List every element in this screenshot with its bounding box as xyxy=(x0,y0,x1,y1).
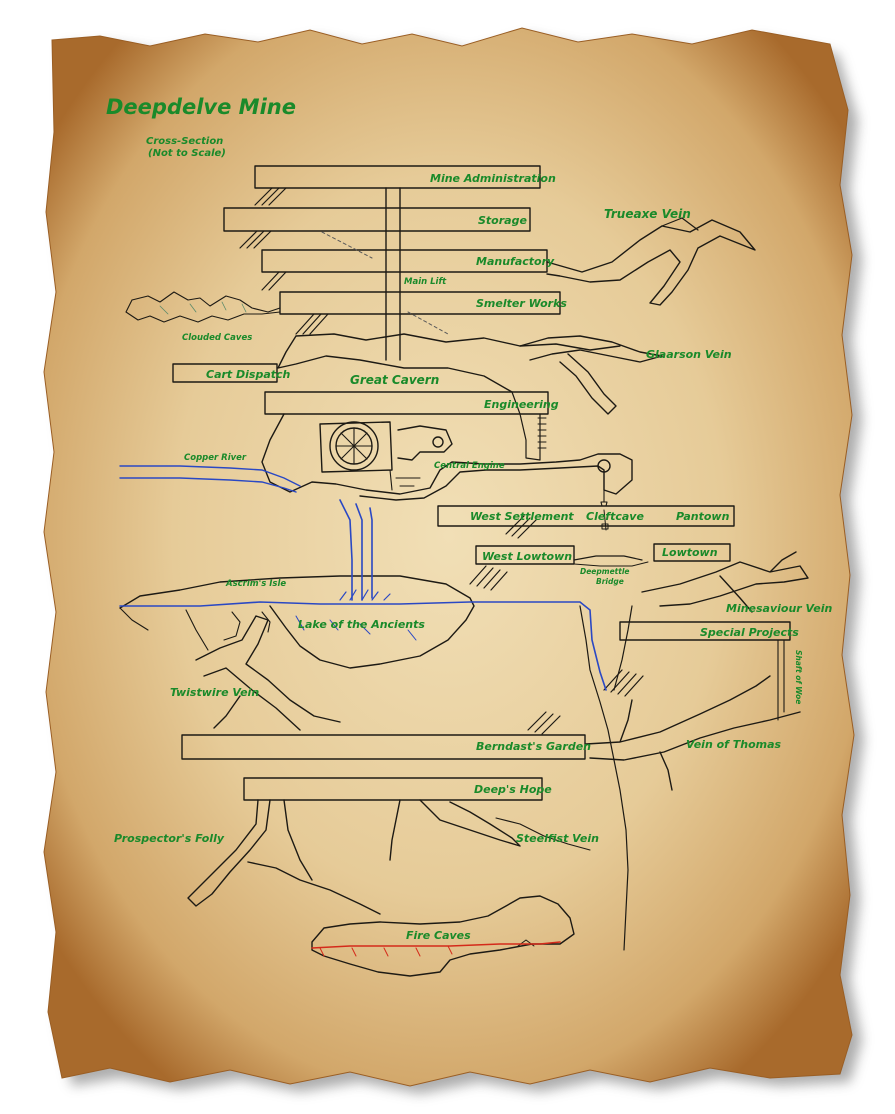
lift-rail xyxy=(321,231,449,335)
deepmettle-bridge xyxy=(573,555,643,561)
central-engine-wheel xyxy=(329,421,379,471)
prospectors-folly xyxy=(187,799,381,915)
label-manufactory: Manufactory xyxy=(476,255,555,268)
minesaviour-vein xyxy=(641,551,809,613)
label-glaarson-vein: Glaarson Vein xyxy=(646,348,732,361)
label-minesaviour-vein: Minesaviour Vein xyxy=(726,602,833,615)
label-engineering: Engineering xyxy=(484,398,559,411)
map-subtitle-line-2: (Not to Scale) xyxy=(148,148,226,159)
label-ascrims-isle: Ascrim's Isle xyxy=(225,579,286,589)
level-bar-engineering xyxy=(264,391,549,415)
label-twistwire-vein: Twistwire Vein xyxy=(170,686,259,699)
label-prospectors-folly: Prospector's Folly xyxy=(114,832,225,845)
label-west-lowtown: West Lowtown xyxy=(482,550,572,563)
central-engine xyxy=(319,421,453,473)
label-smelter-works: Smelter Works xyxy=(476,297,567,310)
label-central-engine: Central Engine xyxy=(434,461,505,471)
level-bar-lowtown xyxy=(653,543,731,562)
stair-4 xyxy=(295,313,329,335)
stair-3 xyxy=(261,271,287,291)
stair-1 xyxy=(254,187,287,206)
glaarson-vein xyxy=(519,335,663,415)
label-pantown: Pantown xyxy=(676,510,730,523)
copper-river xyxy=(119,465,301,493)
map-title: Deepdelve Mine xyxy=(106,95,296,119)
label-berndasts-garden: Berndast's Garden xyxy=(476,740,591,753)
label-copper-river: Copper River xyxy=(184,453,247,463)
label-deeps-hope: Deep's Hope xyxy=(474,783,552,796)
label-fire-caves: Fire Caves xyxy=(406,929,471,942)
label-trueaxe-vein: Trueaxe Vein xyxy=(604,207,691,221)
label-mine-administration: Mine Administration xyxy=(430,172,556,185)
fire-caves xyxy=(311,895,575,977)
level-bar-cart-dispatch xyxy=(172,363,278,383)
label-cleftcave: Cleftcave xyxy=(586,510,644,523)
label-steelfist-vein: Steelfist Vein xyxy=(516,832,599,845)
engine-cavern xyxy=(261,413,633,501)
level-bar-berndasts-garden xyxy=(181,734,586,760)
clouded-caves xyxy=(125,291,281,323)
stair-2 xyxy=(239,230,272,249)
level-bar-deeps-hope xyxy=(243,777,543,801)
great-cavern xyxy=(277,333,621,393)
labels: Deepdelve Mine Cross-Section (Not to Sca… xyxy=(106,95,833,942)
label-deepmettle-bridge-2: Bridge xyxy=(596,577,624,586)
label-great-cavern: Great Cavern xyxy=(350,373,439,387)
label-storage: Storage xyxy=(478,214,527,227)
map-subtitle-line-1: Cross-Section xyxy=(146,136,223,147)
mine-drawing xyxy=(119,165,809,977)
shaft-of-woe xyxy=(777,639,785,721)
level-bar-special-projects xyxy=(619,621,791,641)
steelfist-vein xyxy=(389,799,521,861)
lake-basin xyxy=(119,575,475,669)
lava-flow xyxy=(311,941,561,949)
vein-of-thomas xyxy=(585,675,801,791)
main-lift-shaft xyxy=(385,187,401,361)
label-vein-of-thomas: Vein of Thomas xyxy=(686,738,782,751)
twistwire-vein xyxy=(195,615,341,731)
stair-6 xyxy=(505,515,537,539)
trueaxe-vein xyxy=(546,219,756,306)
level-bar-mine-administration xyxy=(254,165,541,189)
level-bar-west-lowtown xyxy=(475,545,575,565)
label-deepmettle-bridge-1: Deepmettle xyxy=(580,567,630,576)
lava-features xyxy=(311,941,561,957)
label-lowtown: Lowtown xyxy=(662,546,718,559)
level-bar-west-settlement xyxy=(437,505,735,527)
waterfall xyxy=(339,499,373,601)
parchment xyxy=(43,27,855,1087)
label-west-settlement: West Settlement xyxy=(470,510,574,523)
label-lake-of-the-ancients: Lake of the Ancients xyxy=(298,618,425,631)
level-bar-manufactory xyxy=(261,249,548,273)
label-shaft-of-woe: Shaft of Woe xyxy=(794,650,803,704)
label-clouded-caves: Clouded Caves xyxy=(182,333,252,343)
level-bar-smelter-works xyxy=(279,291,561,315)
lake-surface xyxy=(119,601,607,691)
stair-7 xyxy=(603,669,644,697)
label-cart-dispatch: Cart Dispatch xyxy=(206,368,291,381)
level-bar-storage xyxy=(223,207,531,232)
stair-8 xyxy=(527,711,561,735)
water-features xyxy=(119,465,607,691)
label-special-projects: Special Projects xyxy=(700,626,799,639)
stair-5 xyxy=(469,565,508,591)
label-main-lift: Main Lift xyxy=(404,277,447,287)
